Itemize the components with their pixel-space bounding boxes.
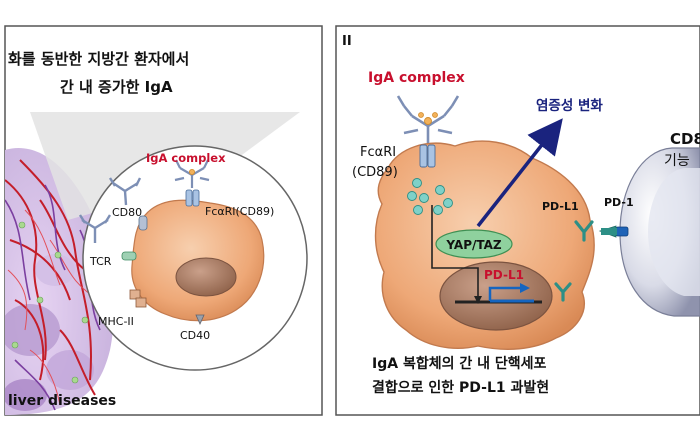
- signal-vesicles: [407, 178, 453, 215]
- pdl1-surface-protein: [574, 220, 594, 242]
- fcari-label: FcαRI: [360, 145, 396, 160]
- right-caption-line2: 결합으로 인한 PD-L1 과발현: [372, 379, 549, 396]
- fcari-receptor-inset: [185, 189, 200, 207]
- cd89-label: (CD89): [352, 165, 398, 180]
- signal-path-arrowhead: [474, 296, 482, 304]
- yap-taz-complex: [435, 229, 513, 259]
- panel-number: II: [342, 34, 352, 49]
- tcr-label: TCR: [89, 255, 112, 268]
- nucleus-inset: [175, 257, 237, 297]
- left-title-line1: 화를 동반한 지방간 환자에서: [8, 50, 189, 68]
- cd8-function-label: 기능: [664, 153, 690, 169]
- fcari-label-inset: FcαRI(CD89): [205, 205, 274, 218]
- right-caption-line1: IgA 복합체의 간 내 단핵세포: [372, 355, 546, 372]
- right-panel: II IgA complex 염증성 변화 FcαRI (CD89) YAP/T…: [335, 25, 700, 416]
- inflammation-label: 염증성 변화: [536, 98, 603, 114]
- liver-tissue-illustration: [5, 148, 114, 415]
- transcription-arrow-head: [520, 283, 530, 293]
- cd40-label: CD40: [180, 329, 210, 342]
- mhc-ii-receptor-icon: [129, 289, 147, 308]
- cd80-receptor-icon: [138, 215, 148, 231]
- transcription-arrow: [488, 286, 520, 301]
- igA-complex-label: IgA complex: [368, 70, 465, 86]
- inflammation-arrow: [476, 118, 563, 228]
- inset-igA-complex-label: IgA complex: [146, 151, 226, 165]
- left-panel: 화를 동반한 지방간 환자에서 간 내 증가한 IgA IgA complex …: [4, 25, 323, 416]
- cd8-inner: [648, 168, 700, 296]
- yap-taz-label: YAP/TAZ: [445, 238, 502, 252]
- cd8-label: CD8: [670, 130, 700, 148]
- pd1-label: PD-1: [604, 196, 634, 209]
- igA-complex-icon: [396, 95, 460, 143]
- cd80-label: CD80: [112, 206, 142, 219]
- pdl1-gene-label: PD-L1: [484, 268, 524, 282]
- mhc-ii-label: MHC-II: [98, 315, 134, 328]
- left-title-line2: 간 내 증가한 IgA: [60, 78, 173, 96]
- antibody-icon-1: [108, 177, 142, 206]
- igA-complex-icon-inset: [174, 159, 210, 188]
- antibody-icon-2: [78, 214, 112, 243]
- pdl1-surface-label: PD-L1: [542, 200, 579, 213]
- fcari-receptor: [419, 144, 436, 168]
- cd40-receptor-icon: [195, 314, 205, 325]
- pd1-receptor: [598, 225, 629, 238]
- tcr-receptor-icon: [121, 251, 137, 261]
- signal-path-line: [431, 205, 479, 300]
- pdl1-cytoplasmic-protein: [554, 282, 572, 302]
- left-bottom-caption: liver diseases: [8, 393, 116, 409]
- nucleus: [439, 261, 553, 331]
